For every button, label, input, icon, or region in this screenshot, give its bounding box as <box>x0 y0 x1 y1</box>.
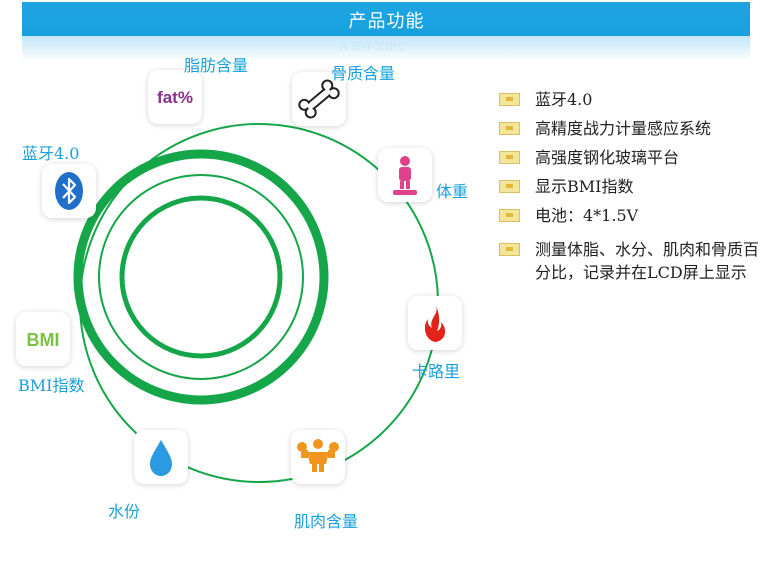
muscle-icon <box>297 439 339 472</box>
water-tile <box>134 430 188 484</box>
ghost-watermark-text: A BM-S5RC <box>340 40 406 53</box>
page-title: 产品功能 <box>348 11 425 32</box>
bullet-chip-icon <box>499 243 520 256</box>
muscle-tile <box>291 430 345 484</box>
bullet-chip-icon <box>499 93 520 106</box>
water-drop-icon <box>150 440 172 476</box>
fat-icon: fat% <box>157 88 193 107</box>
bluetooth-icon <box>55 172 83 210</box>
weight-label: 体重 <box>436 182 469 201</box>
bone-icon <box>298 79 340 119</box>
bullet-text: 显示BMI指数 <box>535 177 634 196</box>
fat-label: 脂肪含量 <box>184 56 249 75</box>
bullet-text: 蓝牙4.0 <box>535 90 593 109</box>
bullet-text: 电池：4*1.5V <box>535 206 639 225</box>
inner-ring <box>119 195 283 359</box>
water-label: 水份 <box>108 502 141 521</box>
bullet-chip-icon <box>499 209 520 222</box>
bullet-text: 高强度钢化玻璃平台 <box>535 148 680 167</box>
person-on-scale-icon <box>393 156 417 195</box>
bullet-text: 高精度战力计量感应系统 <box>535 119 712 138</box>
bullet-chip-icon <box>499 151 520 164</box>
bmi-label: BMI指数 <box>18 376 85 395</box>
bluetooth-tile <box>42 164 96 218</box>
bone-label: 骨质含量 <box>331 64 396 83</box>
header-bar <box>22 2 750 36</box>
muscle-label: 肌肉含量 <box>294 512 359 531</box>
middle-ring <box>98 174 304 380</box>
bullet-text: 测量体脂、水分、肌肉和骨质百分比，记录并在LCD屏上显示 <box>535 240 760 282</box>
fat-tile: fat% <box>148 70 202 124</box>
bmi-icon: BMI <box>27 330 60 350</box>
bullet-chip-icon <box>499 122 520 135</box>
thick-ring <box>73 149 329 405</box>
weight-tile <box>378 148 432 202</box>
calorie-label: 卡路里 <box>412 362 461 381</box>
bullet-chip-icon <box>499 180 520 193</box>
flame-icon <box>424 304 446 342</box>
bluetooth-label: 蓝牙4.0 <box>22 144 80 163</box>
calorie-tile <box>408 296 462 350</box>
bone-tile <box>292 72 346 126</box>
bmi-tile: BMI <box>16 312 70 366</box>
header-fade <box>22 36 750 62</box>
